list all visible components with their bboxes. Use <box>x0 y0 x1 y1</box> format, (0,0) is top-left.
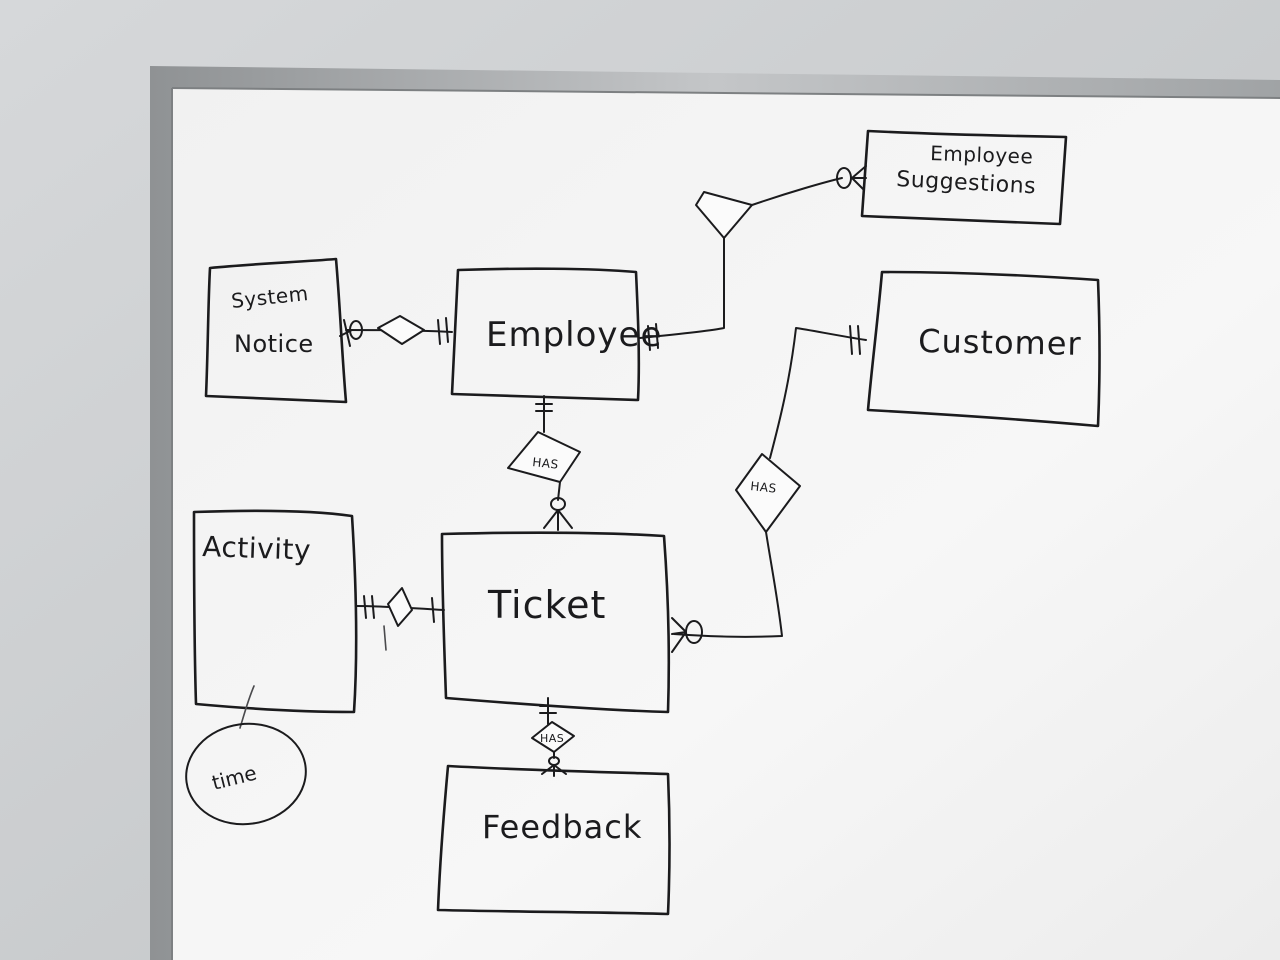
whiteboard-frame <box>150 66 1280 960</box>
entity-customer: Customer <box>866 270 1101 428</box>
relationship-ticket-feedback: HAS <box>531 697 575 777</box>
entity-employee: Employee <box>450 267 662 402</box>
ticket-label: Ticket <box>487 583 606 627</box>
relationship-employee-suggestions <box>639 165 867 351</box>
employee-suggestions-label-line1: Employee <box>930 141 1034 169</box>
entity-ticket: Ticket <box>440 531 671 714</box>
relationship-employee-ticket-label: HAS <box>532 455 560 472</box>
entity-feedback: Feedback <box>436 764 671 916</box>
feedback-label: Feedback <box>482 808 642 846</box>
entity-activity: Activity <box>192 509 358 714</box>
relationship-customer-ticket-label: HAS <box>750 479 778 496</box>
relationship-activity-ticket <box>355 587 445 651</box>
customer-label: Customer <box>918 322 1082 363</box>
relationship-notice-employee <box>339 315 453 347</box>
employee-label: Employee <box>486 315 662 355</box>
relationship-employee-ticket: HAS <box>507 395 581 531</box>
system-notice-label-line2: Notice <box>234 330 314 358</box>
activity-label: Activity <box>202 530 312 567</box>
relationship-ticket-feedback-label: HAS <box>540 732 564 745</box>
relationship-customer-ticket: HAS <box>671 325 867 653</box>
